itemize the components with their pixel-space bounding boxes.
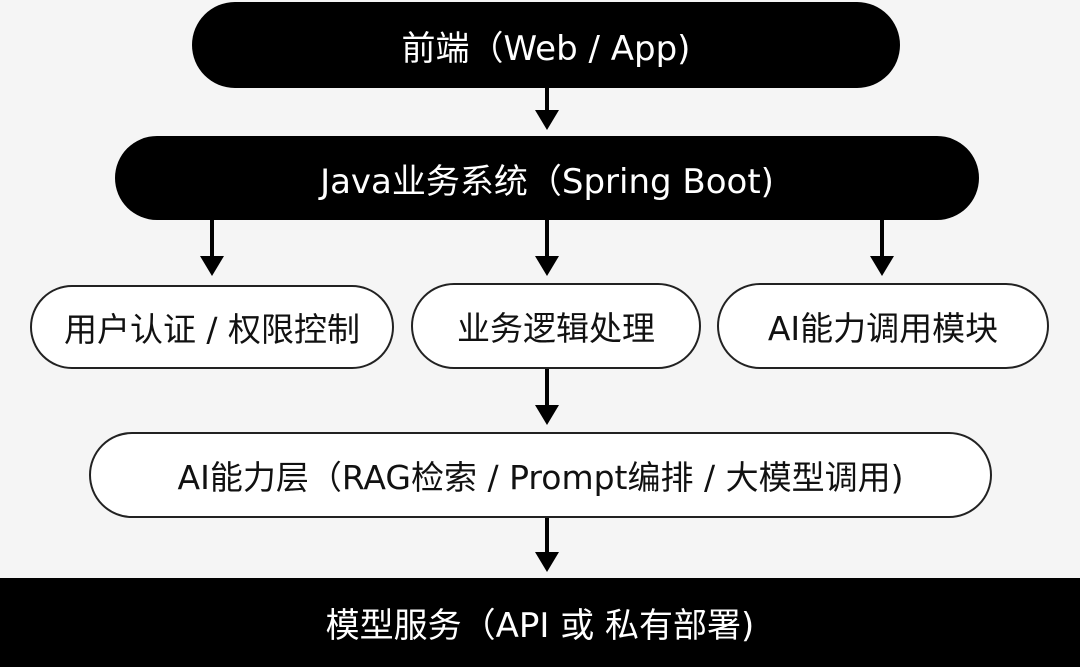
- frontend-node: 前端（Web / App): [192, 2, 900, 88]
- ai-capability-layer-label: AI能力层（RAG检索 / Prompt编排 / 大模型调用): [177, 458, 904, 497]
- java-business-system-label: Java业务系统（Spring Boot): [320, 161, 774, 202]
- arrow-java-to-ai-module: [870, 220, 894, 276]
- arrow-java-to-auth: [200, 220, 224, 276]
- auth-permission-node: 用户认证 / 权限控制: [30, 285, 394, 369]
- ai-invocation-module-node: AI能力调用模块: [717, 283, 1049, 369]
- business-logic-label: 业务逻辑处理: [457, 309, 655, 348]
- arrow-frontend-to-java: [535, 88, 559, 130]
- auth-permission-label: 用户认证 / 权限控制: [63, 310, 361, 349]
- ai-capability-layer-node: AI能力层（RAG检索 / Prompt编排 / 大模型调用): [89, 432, 992, 518]
- model-service-label: 模型服务（API 或 私有部署): [325, 606, 755, 646]
- arrow-ai-layer-to-model: [535, 518, 559, 572]
- business-logic-node: 业务逻辑处理: [411, 283, 701, 369]
- arrow-business-to-ai-layer: [535, 369, 559, 425]
- frontend-label: 前端（Web / App): [401, 28, 691, 69]
- ai-invocation-module-label: AI能力调用模块: [767, 309, 999, 348]
- java-business-system-node: Java业务系统（Spring Boot): [115, 136, 979, 220]
- model-service-node: 模型服务（API 或 私有部署): [0, 578, 1080, 667]
- arrow-java-to-business: [535, 220, 559, 276]
